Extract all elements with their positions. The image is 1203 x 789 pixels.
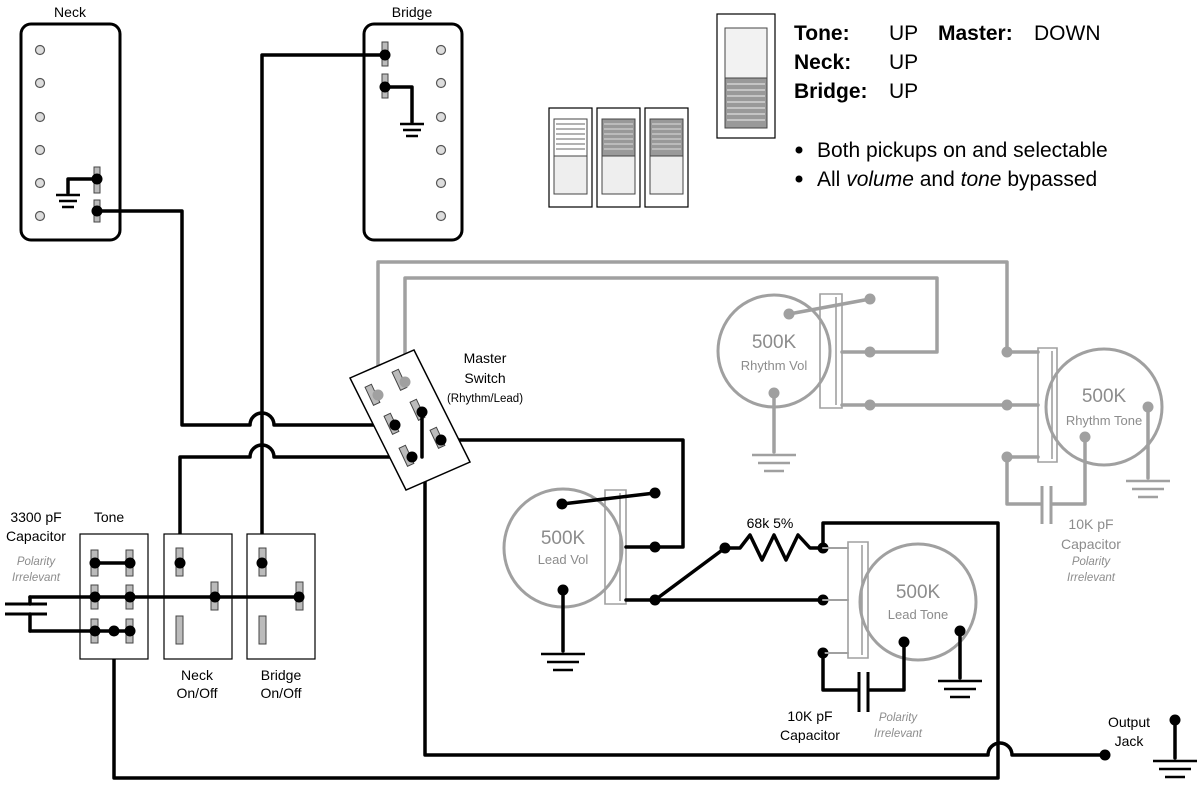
cap3300-value: 3300 pF	[10, 509, 61, 525]
neck-pickup	[19, 22, 122, 242]
legend-neck-label: Neck:	[794, 51, 851, 74]
inactive-wiring	[376, 260, 1170, 524]
rhythm-vol-value: 500K	[752, 332, 797, 353]
switch-position-icons	[548, 13, 776, 208]
rhythm-cap-polarity-2: Irrelevant	[1067, 572, 1116, 584]
resistor-label: 68k 5%	[747, 515, 794, 531]
rhythm-cap-label: Capacitor	[1061, 536, 1121, 552]
bridge-switch-label-2: On/Off	[261, 685, 302, 701]
switch-bus-wiring	[5, 595, 301, 633]
rhythm-cap-polarity-1: Polarity	[1072, 556, 1112, 568]
bridge-switch-label-1: Bridge	[261, 667, 302, 683]
cap3300-label: Capacitor	[6, 528, 66, 544]
lead-tone-label: Lead Tone	[888, 607, 949, 622]
lead-vol-label: Lead Vol	[538, 552, 589, 567]
bridge-pickup	[362, 22, 464, 242]
legend-neck-value: UP	[889, 51, 918, 74]
master-switch-label-2: Switch	[464, 370, 505, 386]
lead-cap-label: Capacitor	[780, 727, 840, 743]
active-wiring	[95, 53, 1107, 780]
legend-bullet-2: All volume and tone bypassed	[817, 168, 1097, 191]
lead-cap-polarity-1: Polarity	[879, 712, 919, 724]
legend-tone-label: Tone:	[794, 22, 850, 45]
legend-bullet-1: Both pickups on and selectable	[817, 139, 1108, 162]
lead-cap-value: 10K pF	[787, 708, 832, 724]
output-jack-label-2: Jack	[1115, 733, 1145, 749]
master-switch-label-3: (Rhythm/Lead)	[447, 393, 523, 405]
legend-master-label: Master:	[938, 22, 1013, 45]
lead-tone-value: 500K	[896, 582, 941, 603]
legend-bridge-value: UP	[889, 80, 918, 103]
rhythm-tone-value: 500K	[1082, 386, 1127, 407]
bridge-pickup-label: Bridge	[392, 4, 433, 20]
legend-tone-value: UP	[889, 22, 918, 45]
rhythm-cap-value: 10K pF	[1068, 516, 1113, 532]
lead-vol-value: 500K	[541, 528, 586, 549]
master-switch-label-1: Master	[464, 350, 507, 366]
legend-bridge-label: Bridge:	[794, 80, 868, 103]
legend: Tone: UP Master: DOWN Neck: UP Bridge: U…	[794, 22, 1108, 191]
rhythm-tone-label: Rhythm Tone	[1066, 413, 1142, 428]
output-jack-label-1: Output	[1108, 714, 1150, 730]
lead-section	[502, 487, 1197, 779]
tone-switch-label: Tone	[94, 509, 125, 525]
neck-pickup-label: Neck	[54, 4, 87, 20]
lead-cap-polarity-2: Irrelevant	[874, 728, 923, 740]
master-switch[interactable]	[348, 349, 472, 491]
neck-switch-label-1: Neck	[181, 667, 214, 683]
rhythm-vol-label: Rhythm Vol	[741, 358, 808, 373]
cap3300-polarity-2: Irrelevant	[12, 572, 61, 584]
neck-switch-label-2: On/Off	[177, 685, 218, 701]
legend-master-value: DOWN	[1034, 22, 1101, 45]
cap3300-polarity-1: Polarity	[17, 556, 57, 568]
